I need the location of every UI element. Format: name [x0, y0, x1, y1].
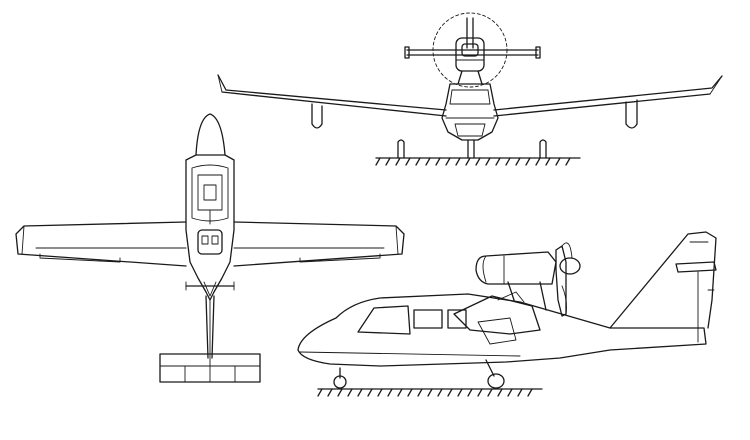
left-main-gear-front: [397, 139, 405, 159]
ground-hatching-side: [317, 388, 533, 397]
windshield-side: [357, 305, 411, 335]
side-window-1: [413, 309, 443, 329]
fuselage-top: [185, 154, 235, 301]
nose-wheel-side: [333, 375, 347, 389]
spinner-side: [559, 257, 581, 275]
right-main-gear-front: [539, 139, 547, 159]
vertical-tail-side: [609, 231, 717, 329]
engine-pod-front: [455, 37, 485, 72]
top-view: [15, 113, 405, 383]
right-wing-float: [625, 99, 638, 129]
propeller-blade-left-tip: [404, 46, 410, 59]
nose-gear-front: [467, 139, 475, 159]
horizontal-tail-top: [159, 353, 261, 383]
hull-side: [297, 293, 707, 367]
propeller-side: [555, 245, 567, 317]
main-gear-side: [485, 359, 495, 377]
right-aileron: [299, 253, 381, 263]
wing-top-view: [15, 221, 405, 267]
engine-nacelle-top: [197, 229, 223, 255]
left-aileron: [39, 253, 121, 263]
side-window-2: [447, 309, 467, 329]
side-view: [297, 231, 717, 397]
wing-root-side: [453, 295, 541, 335]
main-wheel-side: [487, 373, 505, 389]
ground-hatching-front: [375, 157, 571, 166]
tail-boom-top: [205, 295, 215, 359]
wing-front-view: [217, 74, 723, 117]
engine-nacelle-side: [475, 251, 557, 285]
canopy-top: [191, 164, 229, 222]
fuselage-front: [441, 83, 499, 141]
engine-pylon-front: [457, 70, 483, 85]
engine-pylon-side: [507, 281, 547, 311]
fuselage-nose-top: [195, 113, 226, 156]
propeller-blade-right-tip: [535, 46, 541, 59]
spinner-front: [461, 43, 479, 57]
front-view: [217, 12, 723, 166]
horizontal-tail-side: [675, 261, 717, 273]
left-wing-float: [311, 103, 323, 129]
